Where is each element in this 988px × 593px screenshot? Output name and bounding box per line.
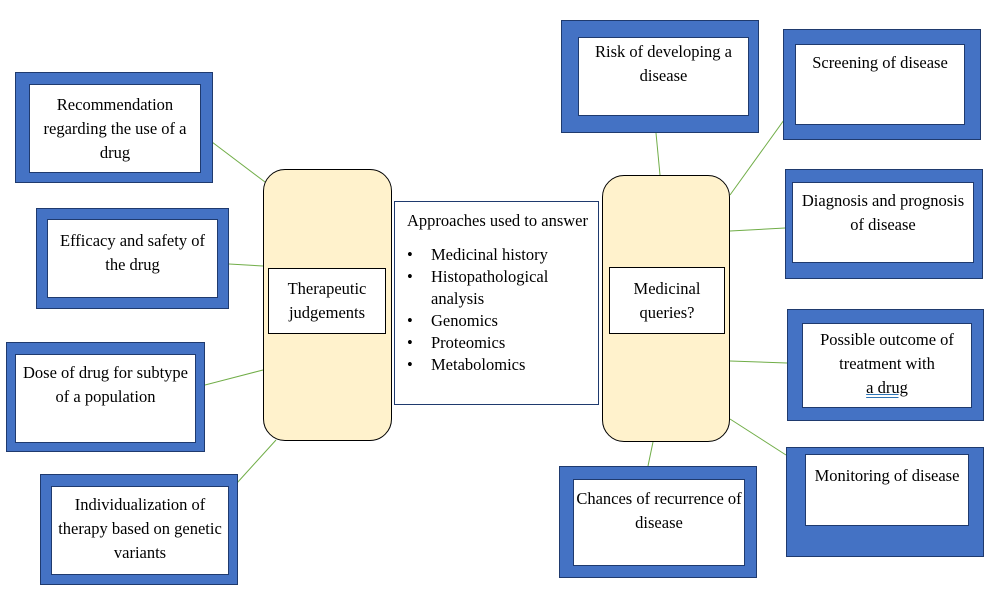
approach-item: Metabolomics — [407, 354, 588, 376]
connector-outcome — [729, 360, 788, 364]
dose-box: Dose of drug for subtype of a population — [6, 342, 205, 452]
approaches-title: Approaches used to answer — [407, 211, 588, 230]
therapeutic-judgements-label: Therapeutic judgements — [268, 268, 386, 334]
individualization-text: Individualization of therapy based on ge… — [51, 486, 229, 575]
outcome-prefix: Possible outcome of treatment with — [820, 330, 954, 373]
screening-text: Screening of disease — [795, 44, 965, 125]
approach-item: Medicinal history — [407, 244, 588, 266]
screening-box: Screening of disease — [783, 29, 981, 140]
dose-text: Dose of drug for subtype of a population — [15, 354, 196, 443]
diagnosis-box: Diagnosis and prognosis of disease — [785, 169, 983, 279]
connector-individualization — [236, 439, 277, 484]
approaches-list: Medicinal history Histopathological anal… — [407, 244, 588, 376]
approaches-box: Approaches used to answer Medicinal hist… — [394, 201, 599, 405]
monitoring-box: Monitoring of disease — [786, 447, 984, 557]
connector-diagnosis — [729, 227, 786, 232]
connector-dose — [204, 369, 264, 386]
medicinal-queries-label: Medicinal queries? — [609, 267, 725, 334]
recurrence-box: Chances of recurrence of disease — [559, 466, 757, 578]
connector-screening — [729, 119, 785, 196]
recurrence-text: Chances of recurrence of disease — [573, 479, 745, 566]
efficacy-box: Efficacy and safety of the drug — [36, 208, 229, 309]
recommendation-box: Recommendation regarding the use of a dr… — [15, 72, 213, 183]
connector-risk — [655, 132, 661, 176]
outcome-text: Possible outcome of treatment with a dru… — [802, 323, 972, 408]
approach-item: Histopathological analysis — [407, 266, 588, 310]
outcome-box: Possible outcome of treatment with a dru… — [787, 309, 984, 421]
connector-monitoring — [729, 418, 787, 456]
approach-item: Proteomics — [407, 332, 588, 354]
recommendation-text: Recommendation regarding the use of a dr… — [29, 84, 201, 173]
outcome-suffix: a drug — [866, 378, 908, 397]
diagnosis-text: Diagnosis and prognosis of disease — [792, 182, 974, 263]
connector-recurrence — [647, 441, 654, 467]
risk-box: Risk of developing a disease — [561, 20, 759, 133]
therapeutic-hub: Therapeutic judgements — [263, 169, 392, 441]
monitoring-text: Monitoring of disease — [805, 454, 969, 526]
approach-item: Genomics — [407, 310, 588, 332]
risk-text: Risk of developing a disease — [578, 37, 749, 116]
medicinal-hub: Medicinal queries? — [602, 175, 730, 442]
individualization-box: Individualization of therapy based on ge… — [40, 474, 238, 585]
connector-efficacy — [228, 263, 264, 267]
efficacy-text: Efficacy and safety of the drug — [47, 219, 218, 298]
connector-recommendation — [211, 141, 266, 183]
